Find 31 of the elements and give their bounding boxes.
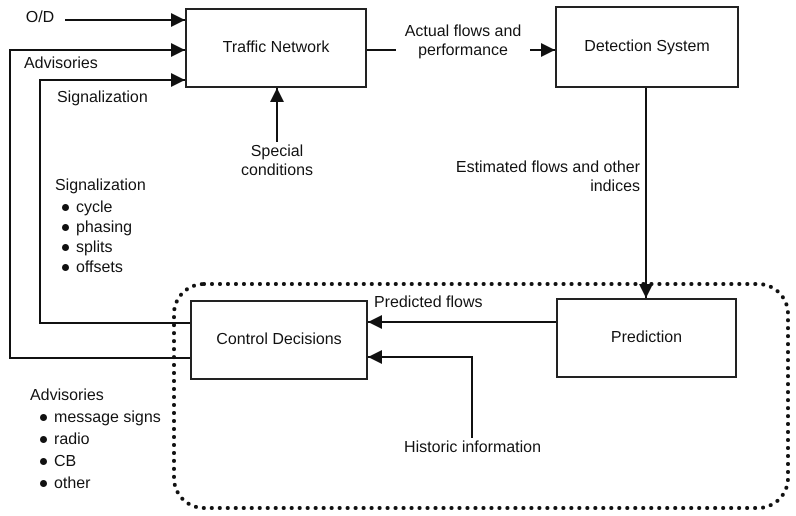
- box-label: Prediction: [610, 328, 682, 348]
- arrow: [639, 88, 653, 298]
- list-heading: Advisories: [30, 386, 104, 406]
- process-box: [556, 298, 737, 378]
- list-item: splits: [62, 238, 112, 258]
- list-heading: Signalization: [55, 176, 146, 196]
- list-item: message signs: [40, 408, 161, 428]
- list-item: CB: [40, 452, 76, 472]
- process-box: [185, 8, 367, 88]
- arrow: [270, 88, 284, 142]
- arrow: [65, 13, 185, 27]
- list-item: other: [40, 474, 90, 494]
- input-label: Special conditions: [217, 142, 337, 184]
- arrow: [368, 315, 556, 329]
- list-item: radio: [40, 430, 90, 450]
- edge-label: Signalization: [55, 88, 150, 108]
- list-item: phasing: [62, 218, 132, 238]
- input-label: O/D: [15, 8, 65, 32]
- arrow: [368, 350, 473, 438]
- box-label: Detection System: [584, 37, 710, 57]
- edge-label: Actual flows and performance: [396, 22, 530, 60]
- dotted-region: [172, 282, 790, 510]
- process-box: [555, 6, 739, 88]
- arrow: [9, 43, 190, 359]
- process-box: [190, 300, 368, 380]
- list-item: cycle: [62, 198, 112, 218]
- arrow: [39, 73, 190, 324]
- input-label: Historic information: [400, 438, 545, 480]
- box-label: Control Decisions: [216, 330, 342, 350]
- box-label: Traffic Network: [222, 38, 330, 58]
- list-item: offsets: [62, 258, 123, 278]
